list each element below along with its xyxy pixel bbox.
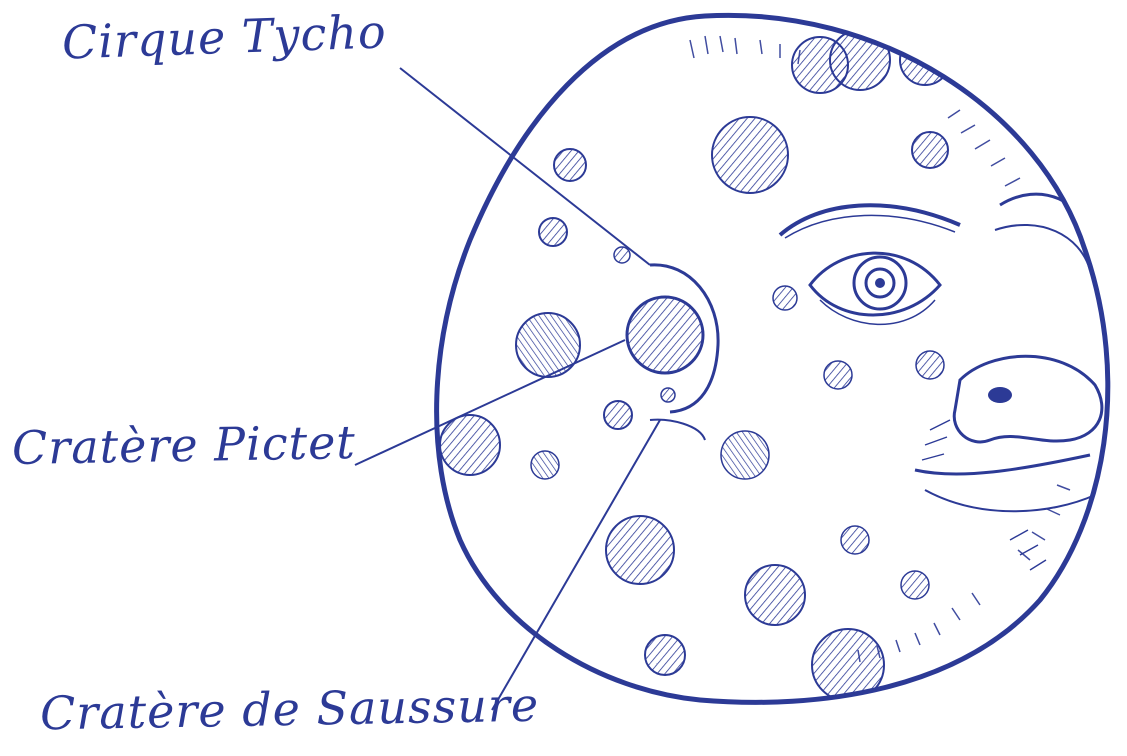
label-cratere-de-saussure: Cratère de Saussure	[40, 678, 540, 741]
label-cratere-pictet: Cratère Pictet	[12, 415, 357, 475]
label-cirque-tycho: Cirque Tycho	[61, 4, 387, 69]
